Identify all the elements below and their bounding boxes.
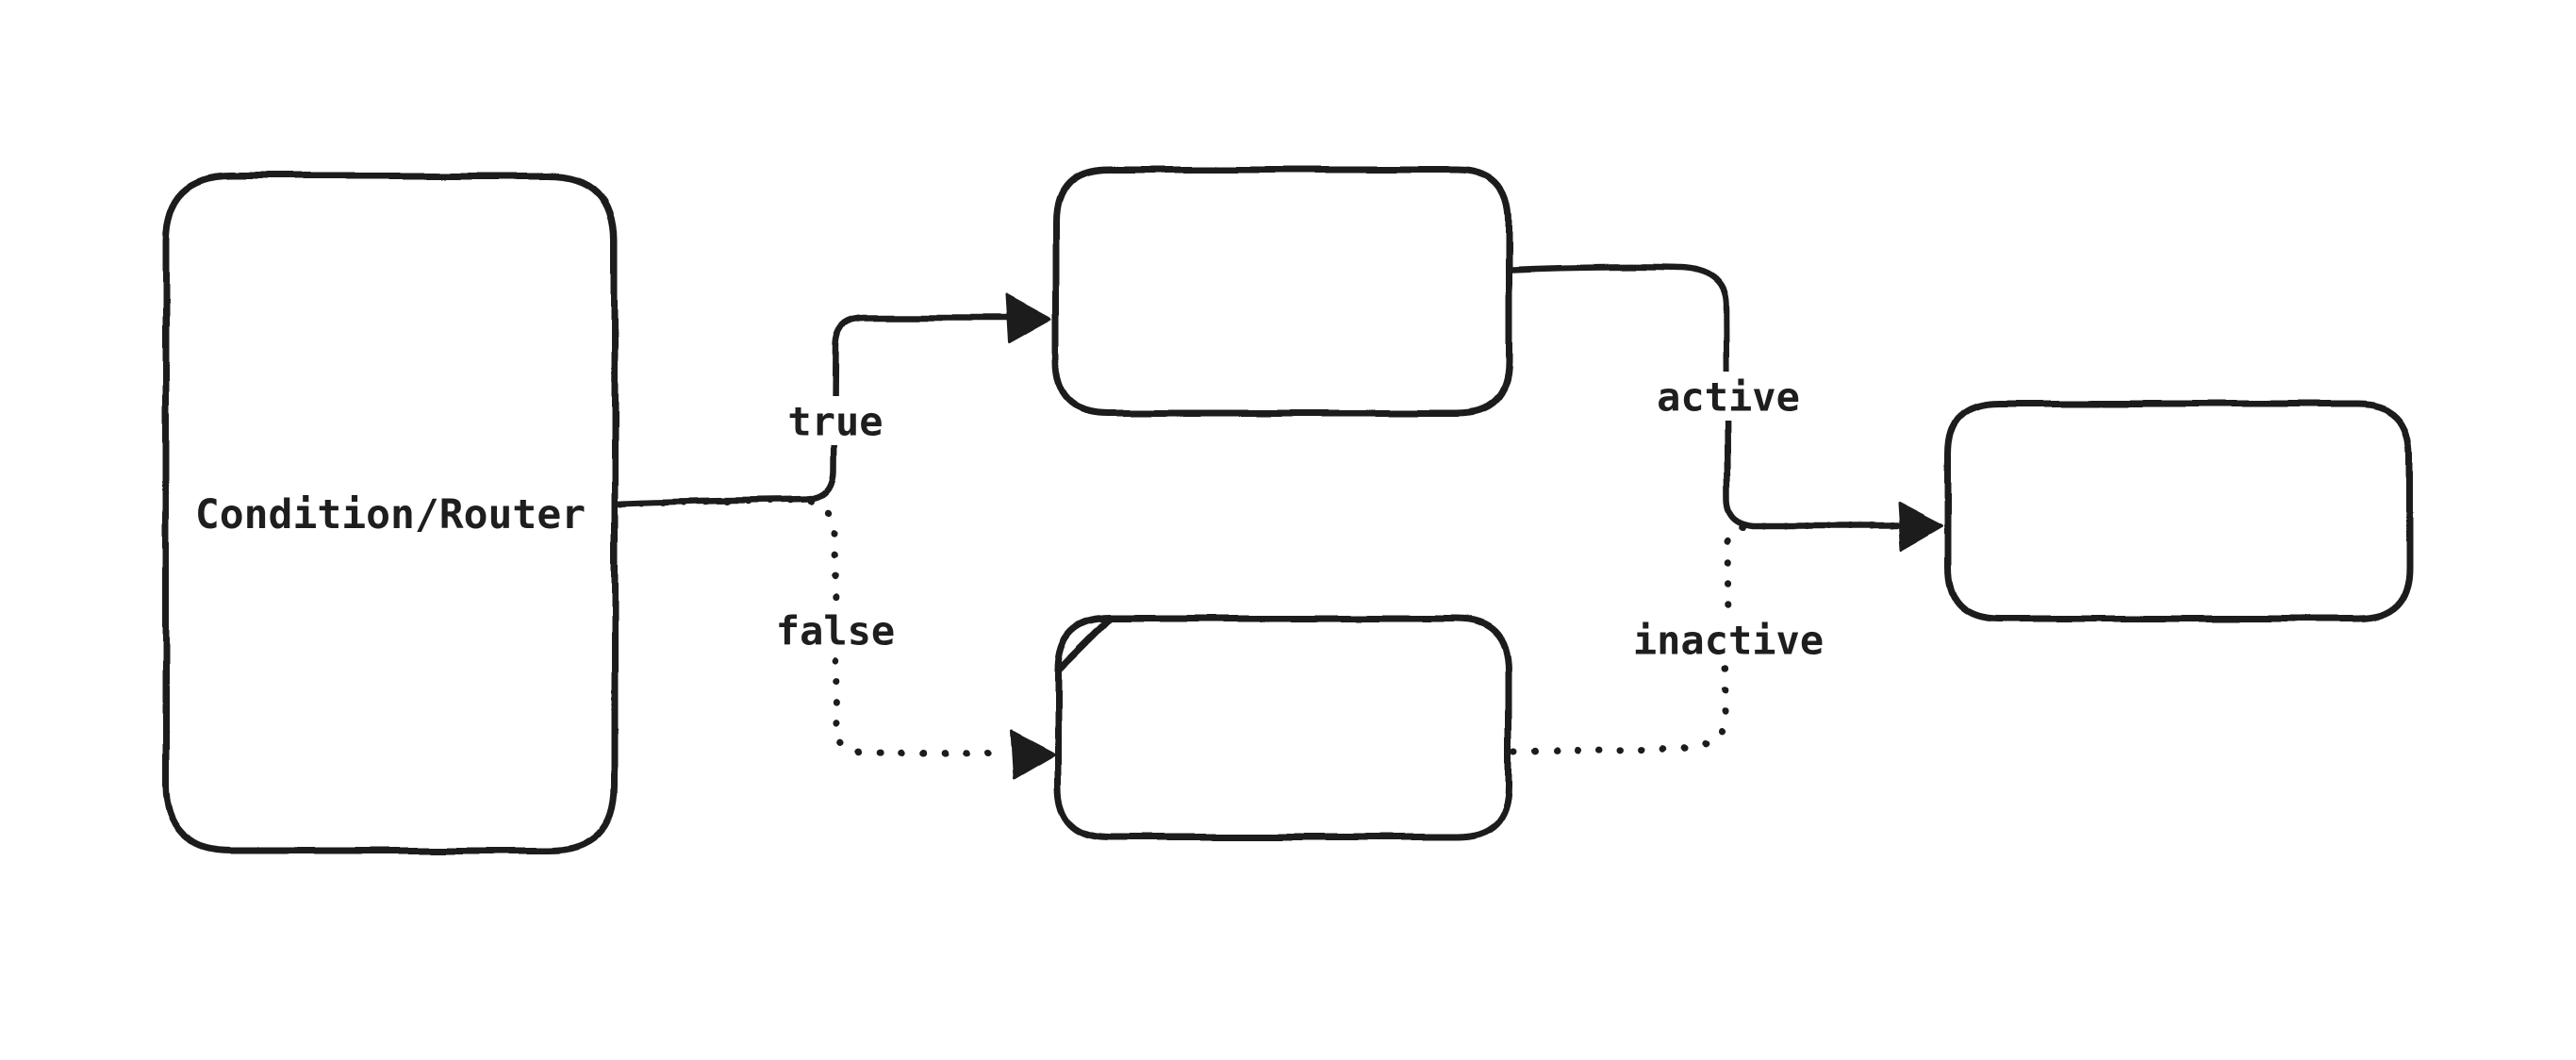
edge-active <box>1509 264 1901 530</box>
edge-true-arrowhead <box>1005 293 1052 343</box>
node-condition-router-label: Condition/Router <box>195 491 586 538</box>
edge-label-inactive: inactive <box>1621 615 1836 664</box>
edge-label-false-text: false <box>776 608 895 654</box>
edge-label-active-bg <box>1645 372 1811 421</box>
edge-label-false: false <box>765 605 906 654</box>
edge-label-active-text: active <box>1657 374 1800 421</box>
edge-true <box>613 314 1015 507</box>
edge-false <box>617 497 996 758</box>
edge-label-true: true <box>777 396 894 445</box>
edge-active-arrowhead <box>1897 502 1944 552</box>
node-merge-target-shape <box>1944 400 2414 622</box>
edge-label-false-bg <box>765 605 906 654</box>
edge-label-active: active <box>1645 372 1811 421</box>
node-false-branch-shape <box>1054 615 1512 841</box>
edge-false-arrowhead <box>1009 730 1056 780</box>
node-condition-router-shape <box>162 172 619 854</box>
node-true-branch-shape <box>1052 166 1512 417</box>
edge-label-inactive-text: inactive <box>1633 618 1824 664</box>
edge-label-true-text: true <box>787 399 883 445</box>
edge-label-inactive-bg <box>1621 615 1836 664</box>
edge-label-true-bg <box>777 396 894 445</box>
